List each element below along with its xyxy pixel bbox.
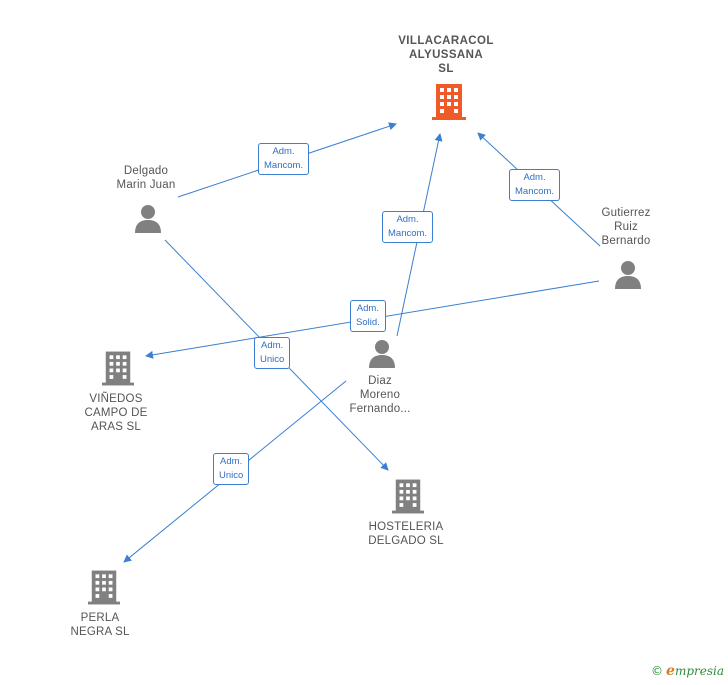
label-line: ALYUSSANA xyxy=(408,49,484,61)
label-line: DELGADO SL xyxy=(368,535,444,547)
building-icon[interactable] xyxy=(102,351,134,386)
edge-label-line: Adm. xyxy=(396,214,419,225)
edge-label-line: Mancom. xyxy=(264,160,304,171)
label-line: SL xyxy=(438,63,454,75)
label-line: HOSTELERIA xyxy=(368,521,444,533)
label-line: VIÑEDOS xyxy=(89,393,143,405)
person-icon[interactable] xyxy=(134,203,162,233)
building-icon[interactable] xyxy=(392,479,424,514)
edge-label-delgado-hosteleria[interactable]: Adm. Unico xyxy=(254,337,291,369)
edge-label-line: Adm. xyxy=(272,146,295,157)
edge-label-line: Solid. xyxy=(356,317,380,328)
label-line: Moreno xyxy=(359,389,401,401)
copyright-symbol: © xyxy=(651,664,664,678)
label-line: Fernando... xyxy=(349,403,411,415)
label-line: NEGRA SL xyxy=(70,626,130,638)
vinedos-label: VIÑEDOS CAMPO DE ARAS SL xyxy=(66,392,166,434)
edge-label-line: Unico xyxy=(260,354,285,365)
label-line: Marin Juan xyxy=(116,179,176,191)
building-icon[interactable] xyxy=(88,570,120,605)
edge-label-line: Adm. xyxy=(261,340,284,351)
edge-label-gutierrez-villacaracol[interactable]: Adm. Mancom. xyxy=(509,169,561,201)
label-line: ARAS SL xyxy=(91,421,141,433)
brand-name: mpresia xyxy=(674,664,724,678)
edge-label-gutierrez-vinedos[interactable]: Adm. Solid. xyxy=(350,300,386,332)
label-line: Delgado xyxy=(123,165,169,177)
label-line: Ruiz xyxy=(614,221,638,233)
delgado-label: Delgado Marin Juan xyxy=(96,164,196,192)
building-icon[interactable] xyxy=(432,84,466,120)
label-line: PERLA xyxy=(80,612,120,624)
label-line: Diaz xyxy=(368,375,392,387)
label-line: Bernardo xyxy=(601,235,651,247)
brand-initial: e xyxy=(666,663,675,679)
brand-footer[interactable]: ©empresia xyxy=(651,663,724,679)
edge-label-line: Unico xyxy=(219,470,244,481)
label-line: Gutierrez xyxy=(601,207,651,219)
edge-label-line: Adm. xyxy=(220,456,243,467)
edge-label-diaz-villacaracol[interactable]: Adm. Mancom. xyxy=(382,211,434,243)
edge-label-line: Adm. xyxy=(356,303,379,314)
label-line: VILLACARACOL xyxy=(398,35,494,47)
perla-label: PERLA NEGRA SL xyxy=(50,611,150,639)
label-line: CAMPO DE xyxy=(84,407,148,419)
person-icon[interactable] xyxy=(368,338,396,368)
edge-label-delgado-villacaracol[interactable]: Adm. Mancom. xyxy=(258,143,310,175)
edge-label-diaz-perla[interactable]: Adm. Unico xyxy=(213,453,250,485)
person-icon[interactable] xyxy=(614,259,642,289)
edge-label-line: Mancom. xyxy=(515,186,555,197)
diaz-label: Diaz Moreno Fernando... xyxy=(330,374,430,416)
gutierrez-label: Gutierrez Ruiz Bernardo xyxy=(586,206,666,248)
hosteleria-label: HOSTELERIA DELGADO SL xyxy=(350,520,462,548)
edge-label-line: Adm. xyxy=(523,172,546,183)
villacaracol-label: VILLACARACOL ALYUSSANA SL xyxy=(376,34,516,76)
edge-label-line: Mancom. xyxy=(388,228,428,239)
